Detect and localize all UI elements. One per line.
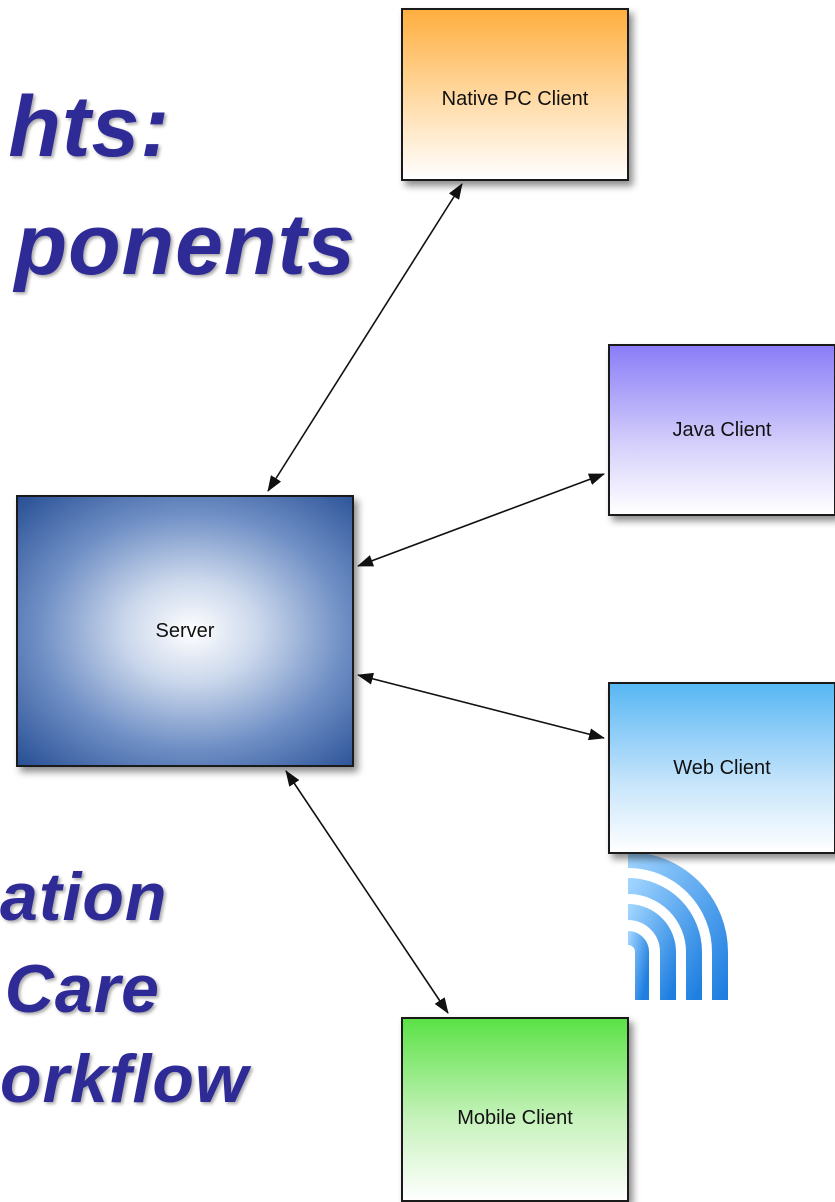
mobile-client-node: Mobile Client <box>401 1017 629 1202</box>
web-client-label: Web Client <box>673 756 771 779</box>
java-client-node: Java Client <box>608 344 835 516</box>
native-pc-client-label: Native PC Client <box>441 88 589 110</box>
java-client-label: Java Client <box>672 418 772 441</box>
heading-line-4: Care <box>4 951 160 1027</box>
arrow-server-native-pc <box>267 183 463 492</box>
mobile-client-label: Mobile Client <box>457 1107 573 1129</box>
arrow-server-java <box>357 473 605 567</box>
heading-line-5: orkflow <box>0 1041 249 1117</box>
native-pc-client-node: Native PC Client <box>401 8 629 181</box>
server-node: Server <box>16 495 354 767</box>
web-client-node: Web Client <box>608 682 835 854</box>
server-label: Server <box>155 619 215 642</box>
arrow-server-web <box>357 672 605 741</box>
arrow-server-mobile <box>285 770 449 1014</box>
heading-line-3: ation <box>0 859 168 935</box>
heading-line-1: hts: <box>8 79 170 175</box>
